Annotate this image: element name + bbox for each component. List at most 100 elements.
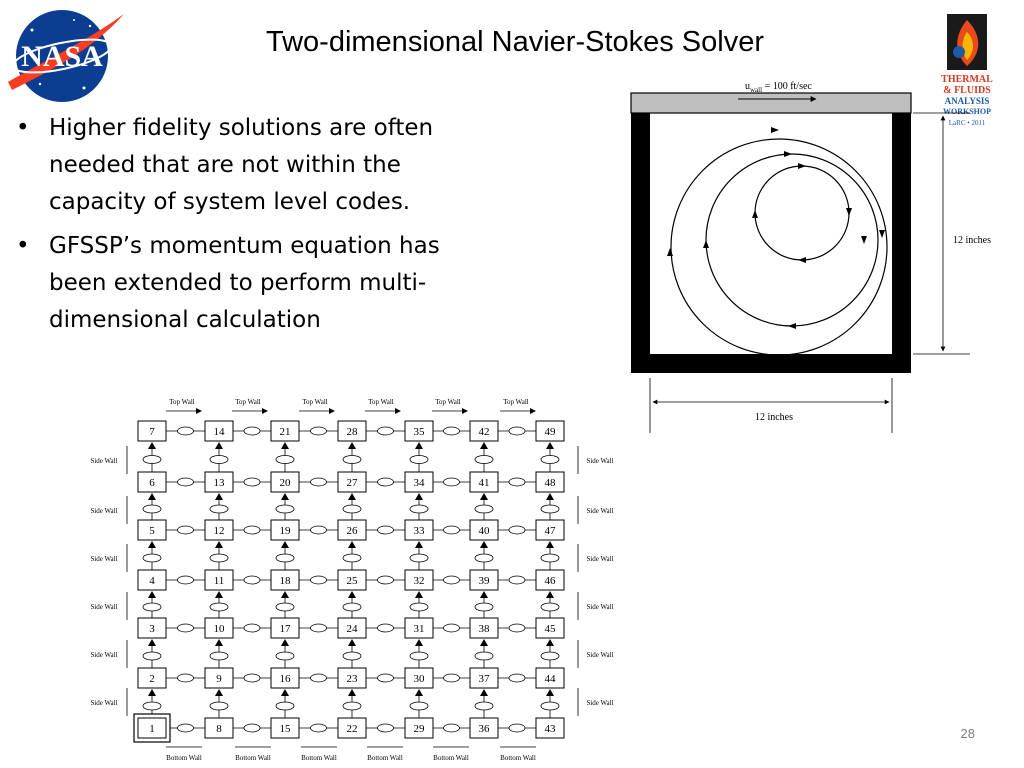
middle-vortex [705,153,879,327]
horizontal-branch-marker [377,477,394,487]
node-number: 35 [414,426,426,438]
inner-vortex [754,165,850,261]
node-number: 48 [545,477,557,489]
left-side-wall-label: Side Wall [90,457,117,465]
vertical-branch-marker [540,455,560,464]
slide-title: Two-dimensional Navier-Stokes Solver [265,26,765,58]
vertical-branch-marker [209,651,229,661]
vertical-branch-arrow [480,442,488,449]
vertical-branch-arrow [148,591,156,598]
vertical-branch-marker [342,455,362,464]
vertical-branch-marker [540,553,560,563]
right-side-wall-label: Side Wall [586,507,613,515]
vertical-branch-arrow [148,689,156,696]
right-side-wall-label: Side Wall [586,603,613,611]
vertical-branch-arrow [546,493,554,500]
node-box [270,471,300,493]
node-box [137,569,167,591]
bottom-wall-label: Bottom Wall [235,754,271,762]
node-number: 17 [280,623,292,635]
node-box [137,617,167,639]
vertical-branch-arrow [148,442,156,449]
node-box [469,617,499,639]
right-side-wall-label: Side Wall [586,555,613,563]
node-number: 22 [347,723,358,735]
vertical-branch-arrow [415,442,423,449]
horizontal-branch-marker [310,623,327,633]
vertical-branch-arrow [215,689,223,696]
vertical-branch-marker [540,701,560,711]
vertical-branch-marker [474,651,494,661]
node-number: 5 [149,525,155,537]
vertical-branch-arrow [546,591,554,598]
top-wall-label: Top Wall [435,398,461,406]
tfaws-line-1: THERMAL [941,74,993,85]
node-box [204,717,234,739]
node-number: 11 [214,575,225,587]
top-wall-arrow-head [462,408,468,414]
horizontal-branch-marker [443,575,460,585]
vertical-branch-arrow [415,493,423,500]
vertical-branch-marker [342,651,362,661]
horizontal-branch-marker [177,525,194,535]
node-box [535,667,565,689]
node-box [469,667,499,689]
right-side-wall-label: Side Wall [586,699,613,707]
vertical-branch-arrow [215,591,223,598]
node-number: 31 [414,623,425,635]
vertical-branch-marker [474,455,494,464]
vertical-branch-arrow [546,541,554,548]
bottom-wall-label: Bottom Wall [433,754,469,762]
node-box [469,519,499,541]
node-number: 4 [149,575,155,587]
horizontal-branch-marker [508,673,526,683]
top-wall-arrow-head [395,408,401,414]
node-box [337,519,367,541]
vertical-branch-arrow [348,591,356,598]
node-number: 13 [214,477,226,489]
outer-vortex [670,138,888,356]
node-box [270,519,300,541]
vertical-branch-arrow [281,591,289,598]
vertical-branch-marker [540,651,560,661]
node-number: 8 [216,723,222,735]
top-wall-label: Top Wall [368,398,394,406]
node-number: 1 [149,723,155,735]
node-number: 20 [280,477,292,489]
node-number: 18 [280,575,292,587]
top-wall-label: Top Wall [169,398,195,406]
bullet-dot-icon: • [16,115,30,141]
node-number: 33 [414,525,426,537]
vertical-branch-marker [209,701,229,711]
node-box [535,569,565,591]
vertical-branch-arrow [480,591,488,598]
vertical-branch-arrow [546,689,554,696]
node-number: 42 [479,426,490,438]
vertical-branch-arrow [215,639,223,646]
node-number: 27 [347,477,359,489]
node-number: 38 [479,623,491,635]
vertical-branch-marker [275,455,295,464]
horizontal-branch-marker [310,477,327,487]
left-side-wall-label: Side Wall [90,699,117,707]
width-dimension-label: 12 inches [755,412,793,423]
right-wall [892,113,911,373]
horizontal-branch-marker [243,477,261,487]
node-box [204,667,234,689]
vertical-branch-arrow [415,541,423,548]
vertical-branch-marker [409,651,429,661]
bottom-wall [631,354,911,373]
vertical-branch-arrow [281,442,289,449]
vertical-branch-arrow [148,541,156,548]
vertical-branch-marker [474,504,494,514]
horizontal-branch-marker [177,575,194,585]
vertical-branch-marker [275,701,295,711]
vertical-branch-arrow [215,493,223,500]
bullet-item: •Higher fidelity solutions are often nee… [14,110,454,221]
tfaws-line-2: & FLUIDS [943,85,991,96]
vertical-branch-arrow [348,442,356,449]
horizontal-branch-marker [443,477,460,487]
horizontal-branch-marker [243,426,261,436]
vertical-branch-marker [474,701,494,711]
node-number: 34 [414,477,426,489]
